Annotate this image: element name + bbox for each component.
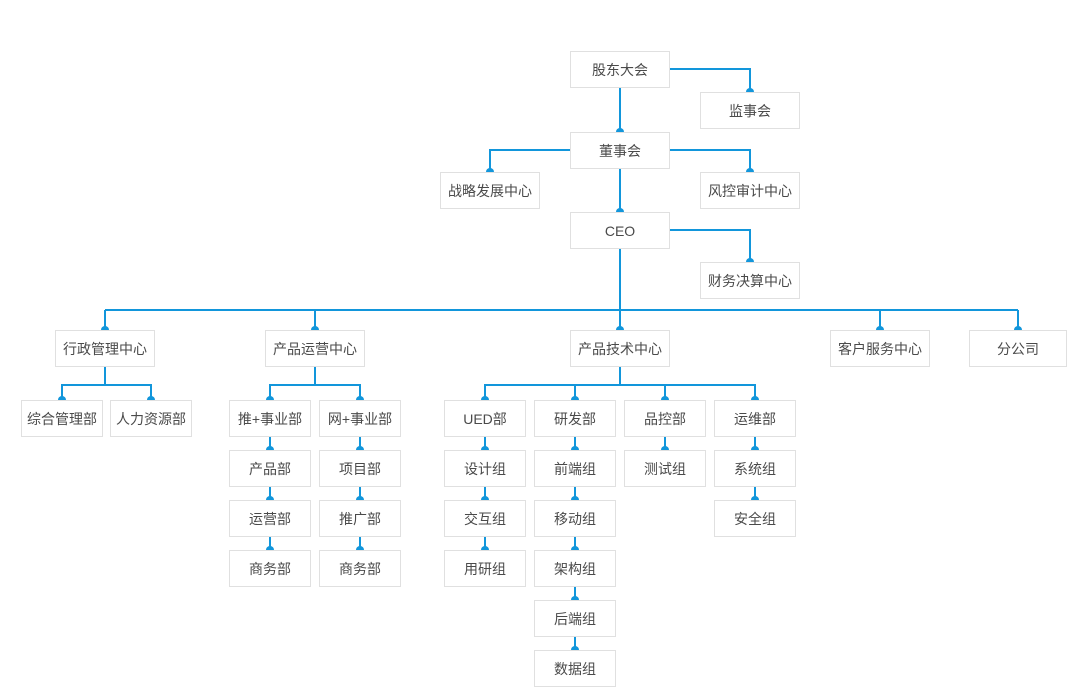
org-node-ued-dept: UED部 xyxy=(444,400,526,437)
org-node-business-dept-1: 商务部 xyxy=(229,550,311,587)
org-node-architecture-group: 架构组 xyxy=(534,550,616,587)
org-node-rd-dept: 研发部 xyxy=(534,400,616,437)
org-node-finance-center: 财务决算中心 xyxy=(700,262,800,299)
org-node-ops-maintenance-dept: 运维部 xyxy=(714,400,796,437)
org-node-mobile-group: 移动组 xyxy=(534,500,616,537)
org-node-product-ops-center: 产品运营中心 xyxy=(265,330,365,367)
org-node-qc-dept: 品控部 xyxy=(624,400,706,437)
org-node-strategy-center: 战略发展中心 xyxy=(440,172,540,209)
org-node-business-dept-2: 商务部 xyxy=(319,550,401,587)
org-node-test-group: 测试组 xyxy=(624,450,706,487)
org-node-security-group: 安全组 xyxy=(714,500,796,537)
org-node-branch-company: 分公司 xyxy=(969,330,1067,367)
org-node-frontend-group: 前端组 xyxy=(534,450,616,487)
org-node-hr-dept: 人力资源部 xyxy=(110,400,192,437)
org-node-admin-center: 行政管理中心 xyxy=(55,330,155,367)
org-node-system-group: 系统组 xyxy=(714,450,796,487)
org-node-product-dept: 产品部 xyxy=(229,450,311,487)
org-node-project-dept: 项目部 xyxy=(319,450,401,487)
org-node-design-group: 设计组 xyxy=(444,450,526,487)
org-node-ceo: CEO xyxy=(570,212,670,249)
org-node-wang-division: 网+事业部 xyxy=(319,400,401,437)
org-node-shareholders-meeting: 股东大会 xyxy=(570,51,670,88)
org-node-supervisory-board: 监事会 xyxy=(700,92,800,129)
org-node-tui-division: 推+事业部 xyxy=(229,400,311,437)
org-node-board-of-directors: 董事会 xyxy=(570,132,670,169)
org-node-promotion-dept: 推广部 xyxy=(319,500,401,537)
org-node-customer-service-center: 客户服务中心 xyxy=(830,330,930,367)
org-node-backend-group: 后端组 xyxy=(534,600,616,637)
org-node-general-admin-dept: 综合管理部 xyxy=(21,400,103,437)
org-node-user-research-group: 用研组 xyxy=(444,550,526,587)
org-node-operations-dept: 运营部 xyxy=(229,500,311,537)
org-node-data-group: 数据组 xyxy=(534,650,616,687)
org-node-risk-audit-center: 风控审计中心 xyxy=(700,172,800,209)
org-node-product-tech-center: 产品技术中心 xyxy=(570,330,670,367)
org-node-interaction-group: 交互组 xyxy=(444,500,526,537)
